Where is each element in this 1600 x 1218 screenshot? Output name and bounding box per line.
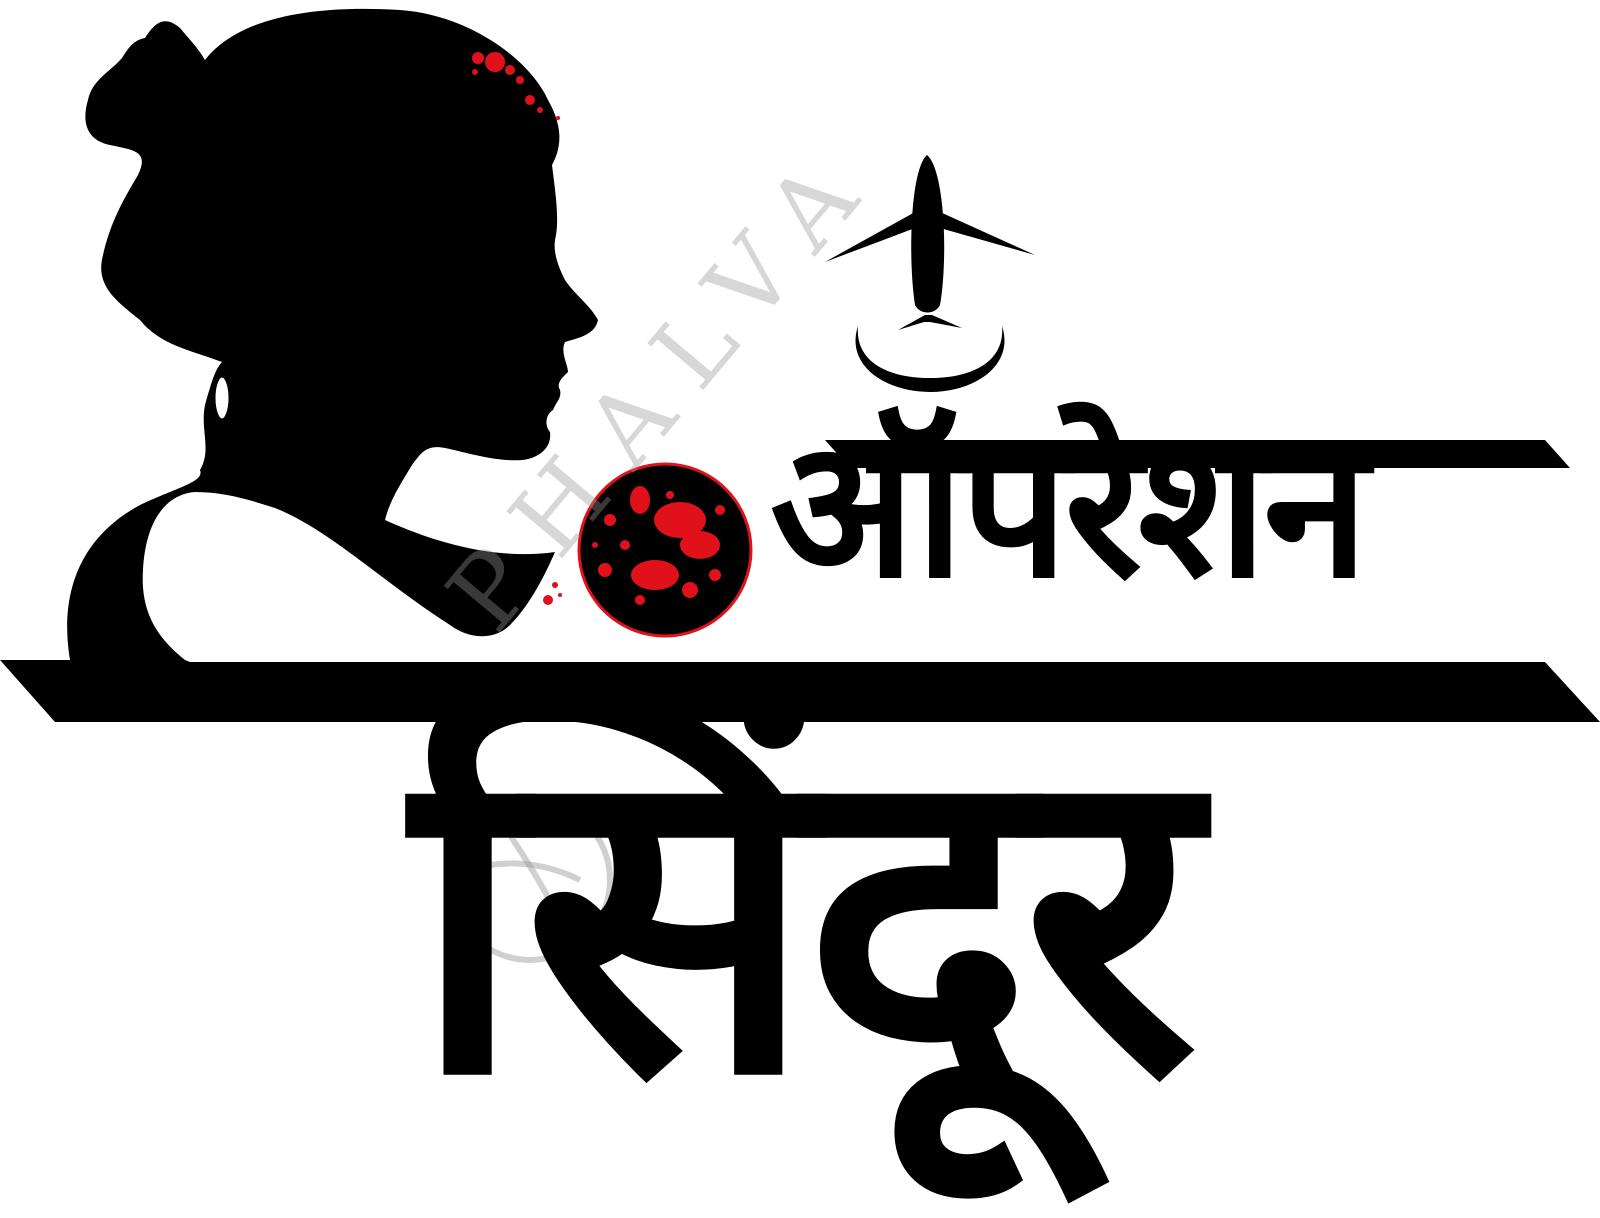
watermark-logo-icon [447, 797, 613, 963]
blood-splatter-shapes [592, 486, 725, 605]
airplane-icon [825, 155, 1035, 330]
headline-bar-line-1 [825, 440, 1570, 468]
woman-silhouette-shape [67, 8, 599, 660]
airplane-wings [825, 212, 1035, 262]
headline-bar-line-2 [0, 660, 1600, 722]
crescent-mark [855, 326, 1005, 392]
title-line-2: सिंदूर [411, 670, 1198, 1170]
blood-circle-base [577, 462, 753, 638]
woman-silhouette-icon [67, 8, 599, 660]
airplane-tail [898, 315, 962, 330]
earring-shape [212, 374, 232, 422]
airplane-fuselage [911, 155, 945, 313]
blood-splatter-circle-icon [577, 462, 753, 638]
title-line-1: ऑपरेशन [770, 399, 1369, 620]
blood-drops-hair [472, 52, 560, 120]
blood-drops-side [543, 582, 562, 605]
